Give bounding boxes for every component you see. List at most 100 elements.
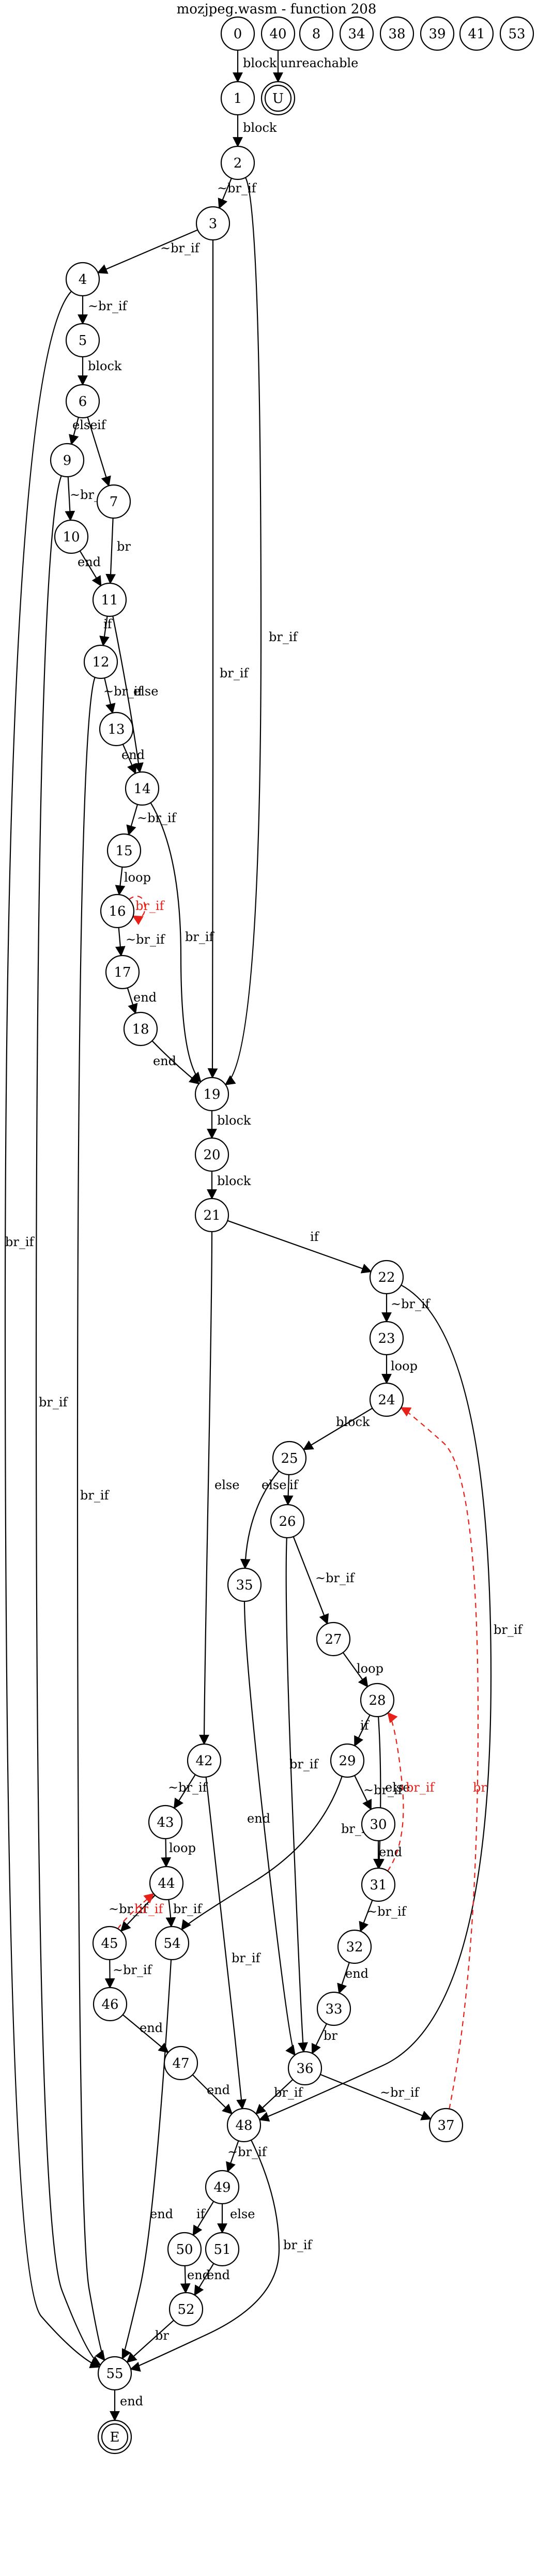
node-35: 35 [227, 1567, 262, 1602]
node-label-21: 21 [203, 1208, 220, 1223]
edge-label-49-51: else [230, 2207, 255, 2221]
node-circle-31 [361, 1867, 396, 1902]
node-37: 37 [428, 2108, 464, 2143]
node-label-16: 16 [109, 904, 126, 919]
node-label-36: 36 [296, 2061, 313, 2077]
edge-11-12 [99, 616, 110, 647]
edge-54-55 [121, 1959, 172, 2360]
edge-label-45-44: br_if [134, 1902, 164, 1916]
edge-24-25 [302, 1407, 373, 1450]
edge-label-10-11: end [78, 555, 101, 569]
edge-25-35 [240, 1471, 280, 1569]
node-label-22: 22 [378, 1270, 395, 1285]
node-13: 13 [99, 711, 134, 747]
node-label-25: 25 [281, 1451, 298, 1466]
edge-label-22-48: br_if [494, 1623, 524, 1637]
edge-label-4-55: br_if [5, 1235, 35, 1249]
edge-48-55 [130, 2140, 280, 2372]
edge-label-26-27: ~br_if [315, 1571, 356, 1585]
edge-label-54-55: end [150, 2207, 173, 2221]
edge-11-14 [112, 616, 144, 774]
node-label-35: 35 [236, 1578, 253, 1593]
edge-7-11 [105, 518, 116, 585]
node-label-11: 11 [101, 593, 118, 608]
edge-12-55 [76, 677, 105, 2361]
edge-label-4-5: ~br_if [88, 299, 128, 313]
edge-21-42 [199, 1231, 213, 1745]
node-circle-52 [168, 2292, 204, 2327]
node-8: 8 [299, 16, 334, 51]
edge-label-16-16: br_if [135, 899, 165, 913]
edge-6-9 [69, 417, 79, 445]
edge-label-30-31: end [379, 1845, 402, 1859]
edge-28-29 [354, 1715, 371, 1747]
edge-31-32 [359, 1900, 373, 1932]
node-label-3: 3 [209, 216, 218, 232]
edge-31-28 [387, 1712, 404, 1872]
node-16: 16 [100, 893, 135, 929]
node-inner-circle-E [101, 2423, 129, 2451]
node-inner-circle-U [264, 84, 292, 112]
edge-16-16 [128, 896, 146, 926]
edge-label-13-14: end [121, 748, 145, 762]
node-9: 9 [50, 443, 85, 478]
node-U: U [260, 81, 296, 116]
node-label-53: 53 [508, 26, 525, 42]
edge-label-19-20: block [217, 1113, 251, 1128]
edge-label-7-11: br [117, 539, 131, 554]
edge-label-36-37: ~br_if [380, 2085, 420, 2100]
node-14: 14 [125, 771, 160, 806]
node-circle-11 [92, 582, 127, 617]
edge-label-14-15: ~br_if [137, 811, 177, 825]
node-circle-4 [65, 262, 100, 297]
node-5: 5 [65, 323, 100, 358]
node-circle-8 [299, 16, 334, 51]
edge-label-46-47: end [140, 2021, 163, 2035]
node-circle-30 [361, 1807, 396, 1842]
edge-label-12-55: br_if [80, 1488, 110, 1503]
node-label-E: E [110, 2430, 120, 2445]
edge-47-48 [192, 2074, 233, 2115]
edge-33-36 [311, 2023, 327, 2055]
node-label-52: 52 [177, 2302, 194, 2317]
node-circle-21 [194, 1198, 229, 1233]
edge-22-48 [258, 1284, 492, 2122]
node-circle-14 [125, 771, 160, 806]
edge-label-44-45: ~br_if [109, 1902, 149, 1916]
node-49: 49 [205, 2170, 240, 2205]
node-circle-44 [149, 1866, 184, 1901]
node-circle-0 [220, 16, 255, 51]
node-15: 15 [106, 833, 142, 868]
edge-label-26-36: br_if [289, 1757, 319, 1771]
edge-label-3-19: br_if [220, 666, 250, 680]
edge-label-5-6: block [88, 359, 122, 373]
edge-label-12-13: ~br_if [103, 684, 144, 699]
node-circle-13 [99, 711, 134, 747]
node-circle-24 [369, 1382, 404, 1417]
node-label-13: 13 [107, 722, 125, 737]
node-22: 22 [369, 1260, 404, 1295]
node-12: 12 [83, 644, 118, 679]
edge-label-25-26: if [289, 1478, 299, 1492]
edge-label-51-52: end [207, 2268, 230, 2282]
edge-3-4 [97, 229, 198, 274]
edge-36-48 [255, 2079, 294, 2115]
node-circle-6 [65, 384, 100, 419]
edge-label-36-48: br_if [274, 2085, 304, 2100]
node-circle-49 [205, 2170, 240, 2205]
node-circle-10 [54, 519, 89, 554]
edge-4-55 [4, 291, 101, 2368]
edge-26-27 [293, 1536, 329, 1625]
node-24: 24 [369, 1382, 404, 1417]
edge-label-17-18: end [133, 990, 157, 1005]
node-circle-5 [65, 323, 100, 358]
edge-label-11-12: if [103, 617, 113, 631]
edge-label-2-3: ~br_if [217, 181, 257, 195]
node-38: 38 [379, 16, 414, 51]
node-circle-42 [187, 1743, 222, 1778]
node-label-19: 19 [203, 1087, 220, 1102]
node-41: 41 [459, 16, 494, 51]
edge-label-33-36: br [324, 2028, 337, 2043]
node-3: 3 [195, 206, 231, 241]
node-46: 46 [93, 1987, 128, 2022]
